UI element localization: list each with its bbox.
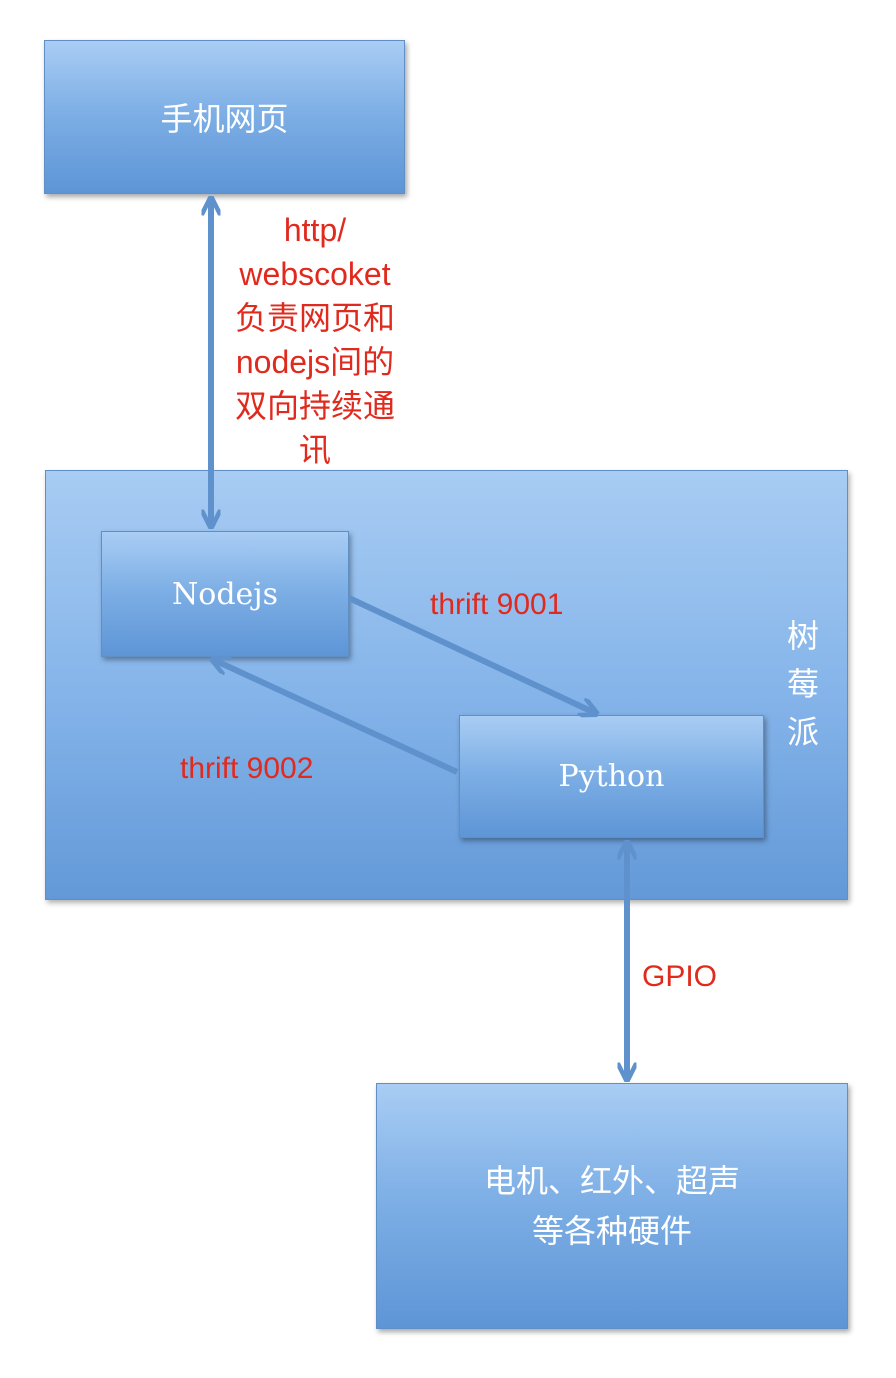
raspberry-pi-char-1: 树 [786, 617, 819, 655]
http-label-line-4: nodejs间的 [235, 344, 395, 380]
hardware-label-line-2: 等各种硬件 [531, 1212, 692, 1250]
python-node: Python [459, 715, 764, 838]
thrift-9002-label: thrift 9002 [180, 752, 314, 785]
phone-webpage-label: 手机网页 [160, 100, 289, 138]
gpio-label: GPIO [642, 960, 718, 993]
hardware-label-line-1: 电机、红外、超声 [483, 1162, 740, 1200]
http-label-line-5: 双向持续通 [234, 388, 395, 424]
raspberry-pi-char-2: 莓 [786, 665, 819, 703]
python-label: Python [558, 759, 665, 794]
http-websocket-label: http/ webscoket 负责网页和 nodejs间的 双向持续通 讯 [222, 208, 408, 472]
raspberry-pi-char-3: 派 [786, 713, 819, 751]
thrift-9001-label: thrift 9001 [430, 588, 564, 621]
http-label-line-1: http/ [283, 212, 347, 248]
http-label-line-3: 负责网页和 [234, 300, 395, 336]
hardware-node: 电机、红外、超声 等各种硬件 [376, 1083, 848, 1329]
raspberry-pi-label: 树 莓 派 [781, 612, 825, 756]
http-label-line-6: 讯 [298, 432, 331, 468]
http-label-line-2: webscoket [239, 256, 391, 292]
nodejs-node: Nodejs [101, 531, 349, 657]
nodejs-label: Nodejs [172, 576, 278, 612]
phone-webpage-node: 手机网页 [44, 40, 405, 194]
